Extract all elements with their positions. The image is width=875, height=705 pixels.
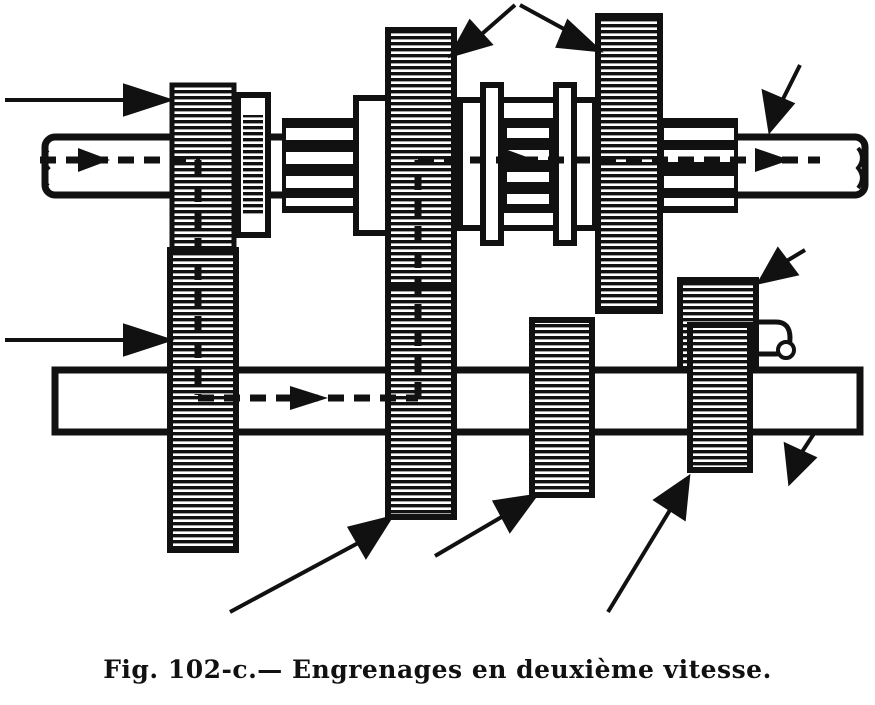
pointer-arrows [5,3,818,614]
reverse-gear [677,277,796,473]
counter-gear-second [385,282,457,520]
gear-input [169,82,237,253]
flow-arrows [78,148,790,410]
gearbox-diagram [5,3,869,614]
figure-caption: Fig. 102-c.— Engrenages en deuxième vite… [103,655,772,684]
counter-gear-third [529,317,595,498]
